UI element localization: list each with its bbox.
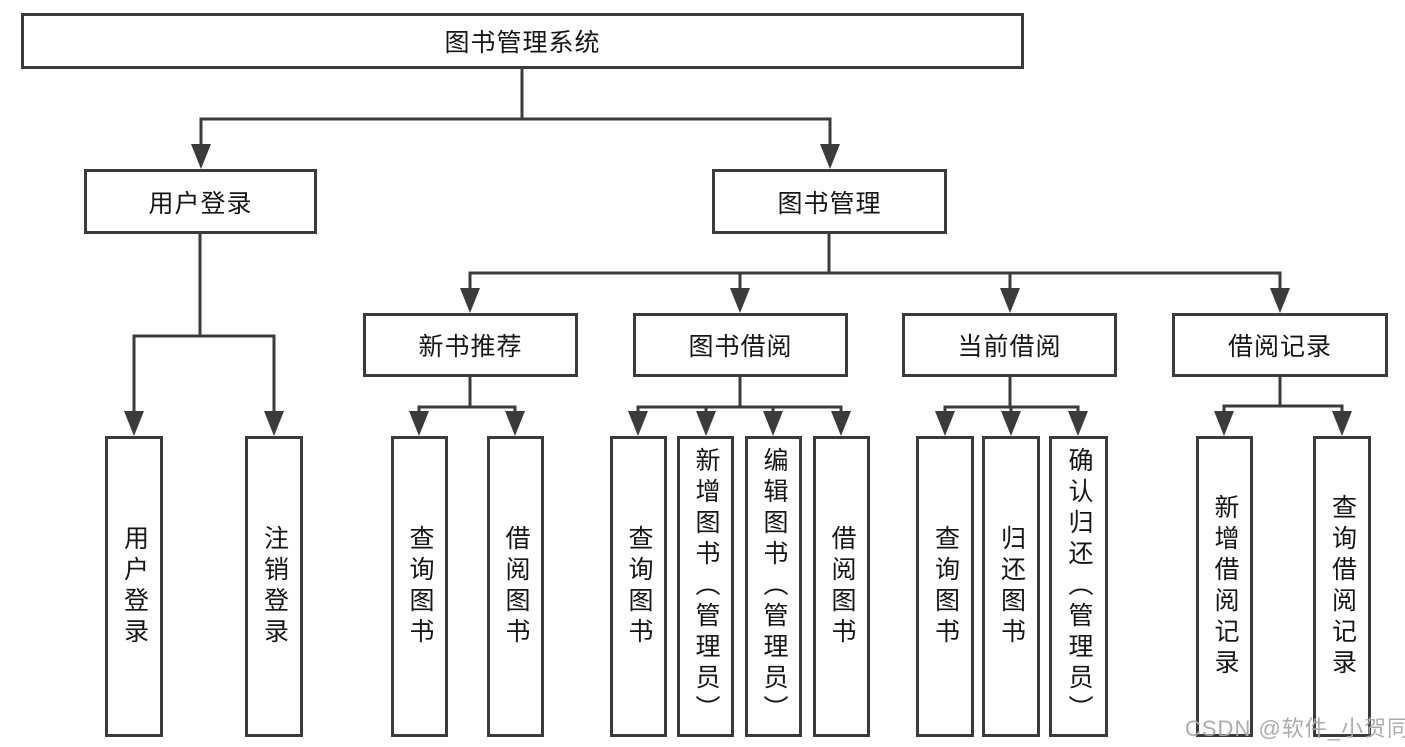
node-new-book-recommend: 新书推荐 <box>363 313 578 377</box>
arrowhead-icon <box>460 288 480 313</box>
node-leaf-logout: 注销登录 <box>245 436 303 737</box>
edge-current-borrowing-to-leaves <box>935 375 1088 436</box>
edge-root-to-level1 <box>191 67 840 169</box>
node-book-management: 图书管理 <box>712 169 947 234</box>
arrowhead-icon <box>1270 288 1290 313</box>
node-user-login: 用户登录 <box>84 169 317 234</box>
node-leaf-query-books-1: 查询图书 <box>391 436 448 737</box>
edge-borrow-records-to-leaves <box>1214 375 1352 436</box>
node-label-user-login: 用户登录 <box>148 189 253 218</box>
arrowhead-icon <box>831 411 851 436</box>
arrowhead-icon <box>763 411 783 436</box>
arrowhead-icon <box>696 411 716 436</box>
node-label-leaf-borrow-books-1: 借阅图书 <box>502 524 530 649</box>
node-label-book-borrowing: 图书借阅 <box>688 333 793 361</box>
node-label-leaf-confirm-return: 确认归还（管理员） <box>1065 447 1093 726</box>
arrowhead-icon <box>628 411 648 436</box>
arrowhead-icon <box>730 288 750 313</box>
node-label-root: 图书管理系统 <box>444 29 601 57</box>
node-label-leaf-query-books-2: 查询图书 <box>625 524 653 649</box>
watermark: CSDN @软件_小贺同学 <box>1185 716 1405 741</box>
arrowhead-icon <box>820 144 840 169</box>
node-current-borrowing: 当前借阅 <box>902 313 1117 377</box>
arrowhead-icon <box>1214 411 1234 436</box>
node-label-leaf-add-borrow-record: 新增借阅记录 <box>1211 493 1239 680</box>
edge-book-management-to-level2 <box>460 232 1290 313</box>
arrowhead-icon <box>935 411 955 436</box>
node-label-book-management: 图书管理 <box>777 189 882 218</box>
arrowhead-icon <box>1000 288 1020 313</box>
edge-book-borrowing-to-leaves <box>628 375 851 436</box>
node-label-new-book-recommend: 新书推荐 <box>418 333 523 361</box>
node-label-leaf-return-books: 归还图书 <box>997 524 1026 649</box>
arrowhead-icon <box>264 411 284 436</box>
arrowhead-icon <box>505 411 525 436</box>
edge-user-login-to-leaves <box>124 232 284 436</box>
arrowhead-icon <box>191 144 211 169</box>
arrowhead-icon <box>409 411 429 436</box>
node-label-leaf-query-books-1: 查询图书 <box>406 524 434 649</box>
node-label-leaf-edit-books-admin: 编辑图书（管理员） <box>760 447 788 726</box>
node-label-current-borrowing: 当前借阅 <box>957 333 1062 361</box>
node-leaf-return-books: 归还图书 <box>982 436 1040 737</box>
node-leaf-query-books-2: 查询图书 <box>610 436 667 737</box>
node-leaf-borrow-books-1: 借阅图书 <box>487 436 544 737</box>
node-leaf-add-borrow-record: 新增借阅记录 <box>1196 436 1253 737</box>
node-label-leaf-borrow-books-2: 借阅图书 <box>828 524 856 649</box>
node-leaf-edit-books-admin: 编辑图书（管理员） <box>745 436 802 737</box>
node-borrowing-records: 借阅记录 <box>1172 313 1388 377</box>
node-label-leaf-add-books-admin: 新增图书（管理员） <box>692 447 720 726</box>
node-leaf-query-books-3: 查询图书 <box>916 436 974 737</box>
arrowhead-icon <box>1332 411 1352 436</box>
node-leaf-query-borrow-record: 查询借阅记录 <box>1313 436 1371 737</box>
arrowhead-icon <box>1001 411 1021 436</box>
node-label-leaf-logout: 注销登录 <box>260 524 289 649</box>
node-label-leaf-query-borrow-record: 查询借阅记录 <box>1328 493 1357 680</box>
node-leaf-confirm-return: 确认归还（管理员） <box>1049 436 1108 737</box>
node-label-leaf-user-login: 用户登录 <box>120 524 149 649</box>
node-leaf-borrow-books-2: 借阅图书 <box>813 436 870 737</box>
arrowhead-icon <box>1068 411 1088 436</box>
node-leaf-add-books-admin: 新增图书（管理员） <box>677 436 734 737</box>
edge-new-book-to-leaves <box>409 375 525 436</box>
node-leaf-user-login: 用户登录 <box>105 436 163 737</box>
node-root: 图书管理系统 <box>21 13 1024 69</box>
node-label-borrowing-records: 借阅记录 <box>1227 333 1332 361</box>
node-label-leaf-query-books-3: 查询图书 <box>931 524 960 649</box>
node-book-borrowing: 图书借阅 <box>633 313 848 377</box>
arrowhead-icon <box>124 411 144 436</box>
